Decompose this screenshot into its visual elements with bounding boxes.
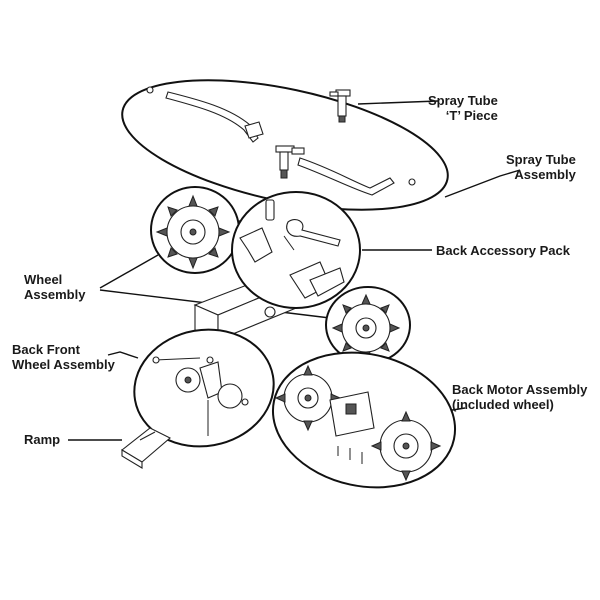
bracket-left — [239, 227, 273, 263]
tube-coupler — [244, 121, 264, 139]
label-line: Back Motor Assembly — [452, 382, 588, 397]
back-motor-oval — [271, 351, 457, 489]
bolt — [265, 199, 275, 221]
label-back-front-wheel-assembly: Back Front Wheel Assembly — [12, 342, 115, 372]
ramp — [121, 427, 171, 469]
spray-tube-left — [165, 91, 259, 143]
label-line: (included wheel) — [452, 397, 554, 412]
label-line: ‘T’ Piece — [445, 108, 498, 123]
label-back-accessory-pack: Back Accessory Pack — [436, 243, 570, 258]
bracket-right — [309, 267, 345, 297]
label-line: Spray Tube — [428, 93, 498, 108]
spray-tube-right — [297, 157, 395, 196]
label-line: Wheel — [24, 272, 63, 287]
wrench — [286, 219, 341, 247]
leader-wheel-1 — [99, 254, 159, 289]
label-line: Spray Tube — [506, 152, 576, 167]
label-spray-tube-assembly: Spray Tube Assembly — [506, 152, 576, 182]
label-back-motor-assembly: Back Motor Assembly (included wheel) — [452, 382, 587, 412]
label-line: Wheel Assembly — [12, 357, 115, 372]
t-piece-lower — [275, 145, 305, 179]
gear-wheel — [217, 383, 243, 409]
label-line: Back Front — [12, 342, 80, 357]
t-piece-upper — [329, 89, 351, 123]
wheel-oval-right — [325, 286, 411, 364]
leader-t-piece — [357, 100, 439, 105]
tube-cap-left — [146, 86, 154, 94]
spray-tube-oval — [121, 79, 449, 211]
label-wheel-assembly: Wheel Assembly — [24, 272, 85, 302]
accessory-pack-oval — [231, 191, 361, 309]
leader-front-wheel — [107, 351, 139, 359]
axle-bolt — [154, 357, 201, 361]
label-ramp: Ramp — [24, 432, 61, 447]
tube-cap-right — [408, 178, 416, 186]
label-line: Assembly — [514, 167, 576, 182]
leader-spray-tube — [444, 169, 521, 198]
label-line: Assembly — [24, 287, 86, 302]
back-front-wheel-oval — [133, 328, 275, 448]
label-spray-tube-t-piece: Spray Tube ‘T’ Piece — [428, 93, 498, 123]
wheel-assembly-oval-left — [150, 186, 240, 274]
pin — [283, 235, 295, 251]
